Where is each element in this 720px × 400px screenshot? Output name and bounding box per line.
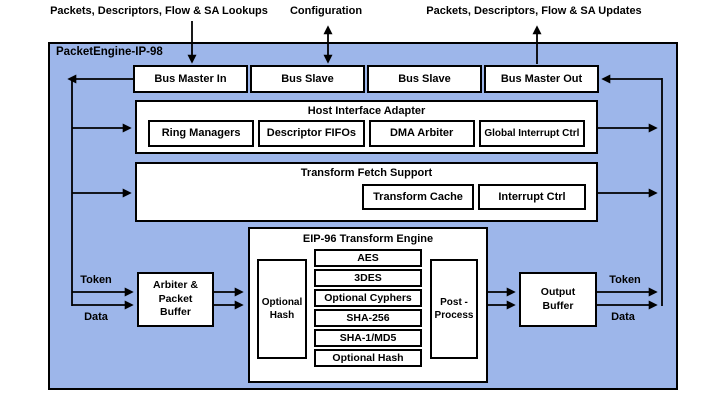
packet-engine-title: PacketEngine-IP-98 — [56, 46, 163, 58]
lookups-label: Packets, Descriptors, Flow & SA Lookups — [50, 5, 268, 17]
data-label-right: Data — [611, 311, 635, 323]
optional-hash-input-box: Optional Hash — [257, 259, 307, 359]
sha-256-box: SHA-256 — [314, 309, 422, 327]
bus-slave-2-box: Bus Slave — [367, 65, 482, 93]
arbiter-packet-buffer-box: Arbiter & Packet Buffer — [137, 272, 214, 327]
output-buffer-box: Output Buffer — [519, 272, 597, 327]
bus-slave-1-box: Bus Slave — [250, 65, 365, 93]
token-label-right: Token — [609, 274, 641, 286]
interrupt-ctrl-box: Interrupt Ctrl — [478, 184, 586, 210]
transform-fetch-blocks: Transform Cache Interrupt Ctrl — [362, 184, 586, 210]
global-interrupt-ctrl-box: Global Interrupt Ctrl — [478, 120, 585, 147]
configuration-label: Configuration — [289, 5, 363, 17]
token-label-left: Token — [80, 274, 112, 286]
eip96-transform-engine-box: EIP-96 Transform Engine Optional Hash AE… — [248, 227, 488, 383]
bus-interface-row: Bus Master In Bus Slave Bus Slave Bus Ma… — [133, 65, 599, 93]
host-interface-adapter-blocks: Ring Managers Descriptor FIFOs DMA Arbit… — [148, 120, 585, 147]
sha-1-md5-box: SHA-1/MD5 — [314, 329, 422, 347]
post-process-box: Post - Process — [430, 259, 478, 359]
dma-arbiter-box: DMA Arbiter — [368, 120, 475, 147]
bus-master-in-box: Bus Master In — [133, 65, 248, 93]
transform-fetch-support-box: Transform Fetch Support Transform Cache … — [135, 162, 598, 222]
optional-hash-output-box: Optional Hash — [314, 349, 422, 367]
3des-box: 3DES — [314, 269, 422, 287]
optional-cyphers-box: Optional Cyphers — [314, 289, 422, 307]
host-interface-adapter-box: Host Interface Adapter Ring Managers Des… — [135, 100, 598, 154]
aes-box: AES — [314, 249, 422, 267]
updates-label: Packets, Descriptors, Flow & SA Updates — [426, 5, 642, 17]
descriptor-fifos-box: Descriptor FIFOs — [258, 120, 365, 147]
host-interface-adapter-title: Host Interface Adapter — [307, 105, 426, 117]
ring-managers-box: Ring Managers — [148, 120, 255, 147]
transform-cache-box: Transform Cache — [362, 184, 474, 210]
eip96-title: EIP-96 Transform Engine — [302, 233, 434, 245]
data-label-left: Data — [84, 311, 108, 323]
cipher-hash-pipeline: AES 3DES Optional Cyphers SHA-256 SHA-1/… — [314, 249, 422, 367]
transform-fetch-support-title: Transform Fetch Support — [300, 167, 433, 179]
bus-master-out-box: Bus Master Out — [484, 65, 599, 93]
